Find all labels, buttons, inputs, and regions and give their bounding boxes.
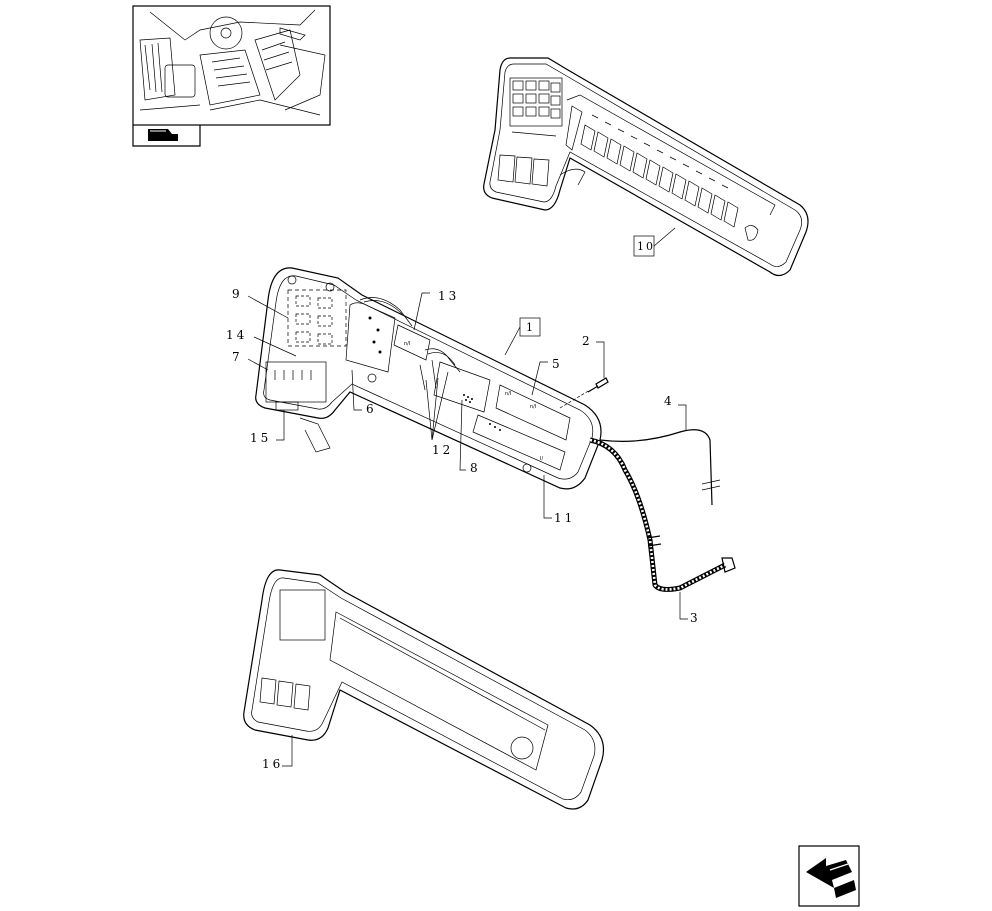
screw-part	[559, 377, 609, 409]
callout-6-label: 6	[366, 402, 377, 416]
svg-text:n/I: n/I	[404, 341, 410, 347]
callout-16: 16	[262, 735, 293, 771]
callout-3: 3	[679, 592, 701, 625]
callout-14-label: 14	[226, 328, 247, 342]
callout-8-label: 8	[470, 461, 481, 475]
callout-9-label: 9	[232, 287, 243, 301]
console-frame-exploded: n/I n/I n/I I/	[255, 267, 602, 490]
callout-11: 11	[543, 475, 575, 525]
svg-text:n/I: n/I	[505, 391, 511, 397]
callout-13: 13	[413, 289, 459, 331]
callout-13-label: 13	[438, 289, 459, 303]
callout-3-label: 3	[690, 611, 701, 625]
callout-15: 15	[250, 410, 285, 445]
callout-4: 4	[664, 394, 687, 430]
console-assembly-top	[483, 57, 809, 277]
callout-10: 10	[633, 227, 676, 257]
svg-text:n/I: n/I	[530, 404, 536, 410]
cab-location-thumbnail	[132, 5, 331, 126]
corrugated-harness	[589, 437, 736, 592]
callout-4-label: 4	[664, 394, 675, 408]
callout-7-label: 7	[232, 350, 243, 364]
callout-5-label: 5	[552, 357, 563, 371]
callout-14: 14	[226, 328, 297, 357]
part-orientation-icon	[132, 125, 201, 147]
callout-12: 12	[425, 371, 453, 457]
callout-1: 1	[504, 317, 541, 356]
callout-2-label: 2	[582, 334, 593, 348]
callout-10-label: 10	[637, 240, 655, 253]
callout-16-label: 16	[262, 757, 283, 771]
callout-8: 8	[459, 399, 481, 475]
next-page-arrow-icon[interactable]	[798, 845, 860, 907]
callout-2: 2	[582, 334, 605, 378]
callout-6: 6	[351, 369, 377, 416]
callout-7: 7	[232, 350, 269, 371]
callout-1-label: 1	[526, 321, 535, 334]
callout-15-label: 15	[250, 431, 271, 445]
single-cable	[599, 429, 721, 506]
callout-5: 5	[531, 357, 563, 396]
svg-text:I/: I/	[540, 456, 543, 462]
callout-12-label: 12	[432, 443, 453, 457]
callout-11-label: 11	[554, 511, 575, 525]
console-cover-bottom	[243, 569, 605, 810]
callout-9: 9	[232, 287, 289, 319]
